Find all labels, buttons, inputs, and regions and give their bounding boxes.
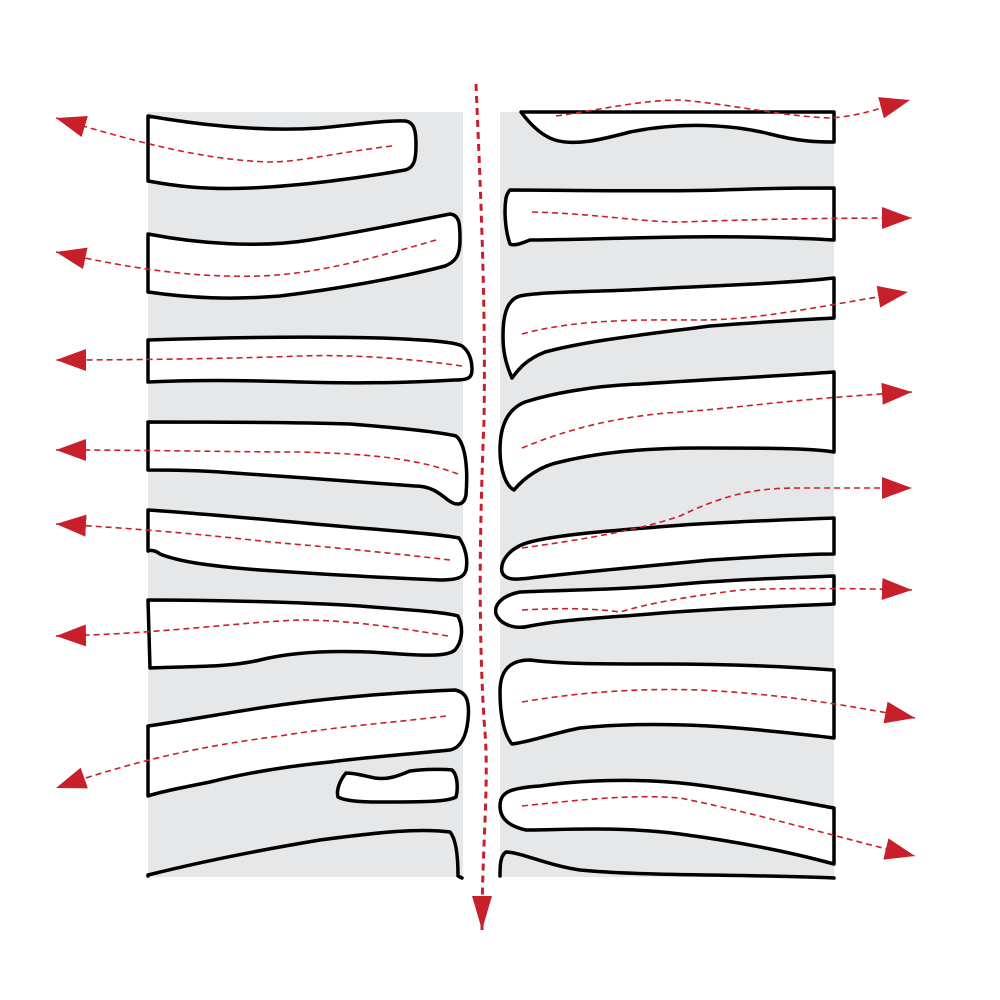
left-branches [146,114,474,804]
left-flow-arrow-5 [55,514,451,561]
left-flow-arrow-6 [55,619,449,647]
right-flow-arrow-2 [531,207,913,230]
left-branch-7 [146,688,471,798]
right-branch-8 [498,778,836,866]
left-flow-arrow-7 [55,715,447,789]
right-branches [493,110,836,866]
left-branch-8 [335,767,459,804]
right-branch-7 [498,658,836,746]
left-branch-6 [146,598,464,670]
left-flow-arrow-4 [55,439,459,475]
right-branch-4 [498,370,836,492]
left-branch-2 [146,212,462,300]
right-flow-arrow-8 [521,795,916,860]
left-flow-arrow-2 [55,239,437,278]
flow-arrows [55,83,916,931]
right-trunk-foot [498,850,836,880]
right-flow-arrow-1 [555,97,911,119]
left-trunk-foot [146,828,464,880]
left-branch-3 [146,335,474,385]
trunk-outline [146,828,836,880]
left-flow-arrow-1 [55,116,393,163]
right-flow-arrow-6 [521,578,913,613]
right-flow-arrow-7 [521,688,916,724]
trunk-flow-arrow [472,83,493,931]
right-branch-2 [503,186,836,247]
right-flow-arrow-4 [521,382,913,449]
right-branch-5 [499,516,836,581]
left-branch-4 [146,420,469,506]
right-branch-3 [501,276,836,380]
right-flow-arrow-5 [521,477,912,549]
left-branch-1 [146,114,418,191]
right-branch-1 [519,110,836,145]
